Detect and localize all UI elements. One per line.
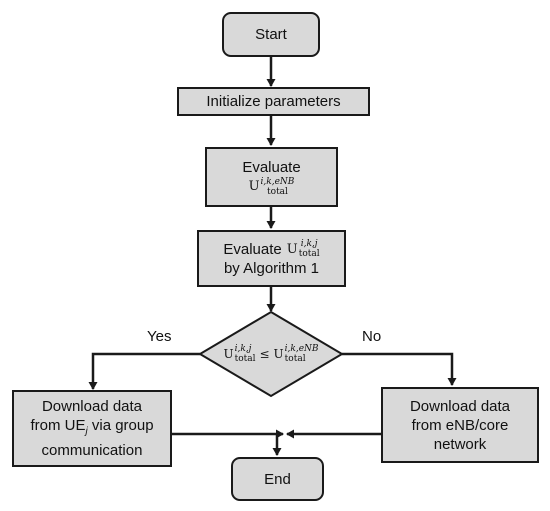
evaluate-enb-label: Evaluate	[242, 158, 301, 176]
evaluate-enb-utility-box: Evaluate U i,k,eNB total	[205, 147, 338, 207]
yes-branch-label: Yes	[147, 328, 172, 345]
download-ue-line1: Download data	[41, 398, 143, 415]
initialize-parameters-label: Initialize parameters	[206, 93, 341, 110]
download-ue-line2-suffix: via group	[87, 417, 154, 434]
download-ue-line2: from UEj via group	[30, 416, 153, 441]
download-enb-line2: from eNB/core	[411, 416, 509, 434]
download-from-enb-box: Download data from eNB/core network	[381, 387, 539, 463]
condition-lhs-subscript: total	[234, 354, 256, 364]
download-enb-line1: Download data	[409, 397, 511, 415]
condition-lhs-symbol: U	[223, 347, 234, 361]
ue-utility-subscript: total	[298, 249, 320, 259]
condition-rhs-symbol: U	[273, 347, 284, 361]
evaluate-ue-utility-box: Evaluate U i,k,j total by Algorithm 1	[197, 230, 346, 287]
no-branch-label: No	[362, 328, 382, 345]
end-label: End	[264, 470, 291, 488]
condition-rhs-subscript: total	[284, 354, 306, 364]
decision-diamond	[198, 310, 344, 398]
start-terminal: Start	[222, 12, 320, 57]
download-ue-line3: communication	[41, 442, 143, 459]
ue-utility-formula: U i,k,j total	[287, 239, 320, 259]
download-from-ue-box: Download data from UEj via group communi…	[12, 390, 172, 467]
algorithm-reference-label: by Algorithm 1	[223, 260, 320, 277]
decision-condition: U i,k,j total ≤ U i,k,eNB total	[210, 340, 332, 368]
enb-utility-superscript: i,k,eNB	[260, 176, 295, 187]
condition-lhs-superscript: i,k,j	[234, 344, 252, 354]
arrow-yes-branch	[88, 352, 200, 390]
enb-utility-formula: U i,k,eNB total	[249, 177, 295, 197]
initialize-parameters-box: Initialize parameters	[177, 87, 370, 116]
condition-rhs-superscript: i,k,eNB	[284, 344, 319, 354]
enb-utility-subscript: total	[267, 186, 288, 197]
condition-operator: ≤	[259, 347, 270, 361]
evaluate-ue-label: Evaluate	[223, 240, 282, 258]
download-ue-line2-prefix: from UE	[30, 417, 86, 434]
arrow-no-branch	[342, 352, 457, 386]
start-label: Start	[255, 26, 287, 43]
ue-utility-superscript: i,k,j	[300, 239, 318, 249]
ue-utility-symbol: U	[286, 241, 298, 257]
enb-utility-symbol: U	[248, 179, 260, 194]
download-ue-line2-subscript: j	[85, 426, 88, 437]
end-terminal: End	[231, 457, 324, 501]
download-enb-line3: network	[433, 435, 487, 453]
